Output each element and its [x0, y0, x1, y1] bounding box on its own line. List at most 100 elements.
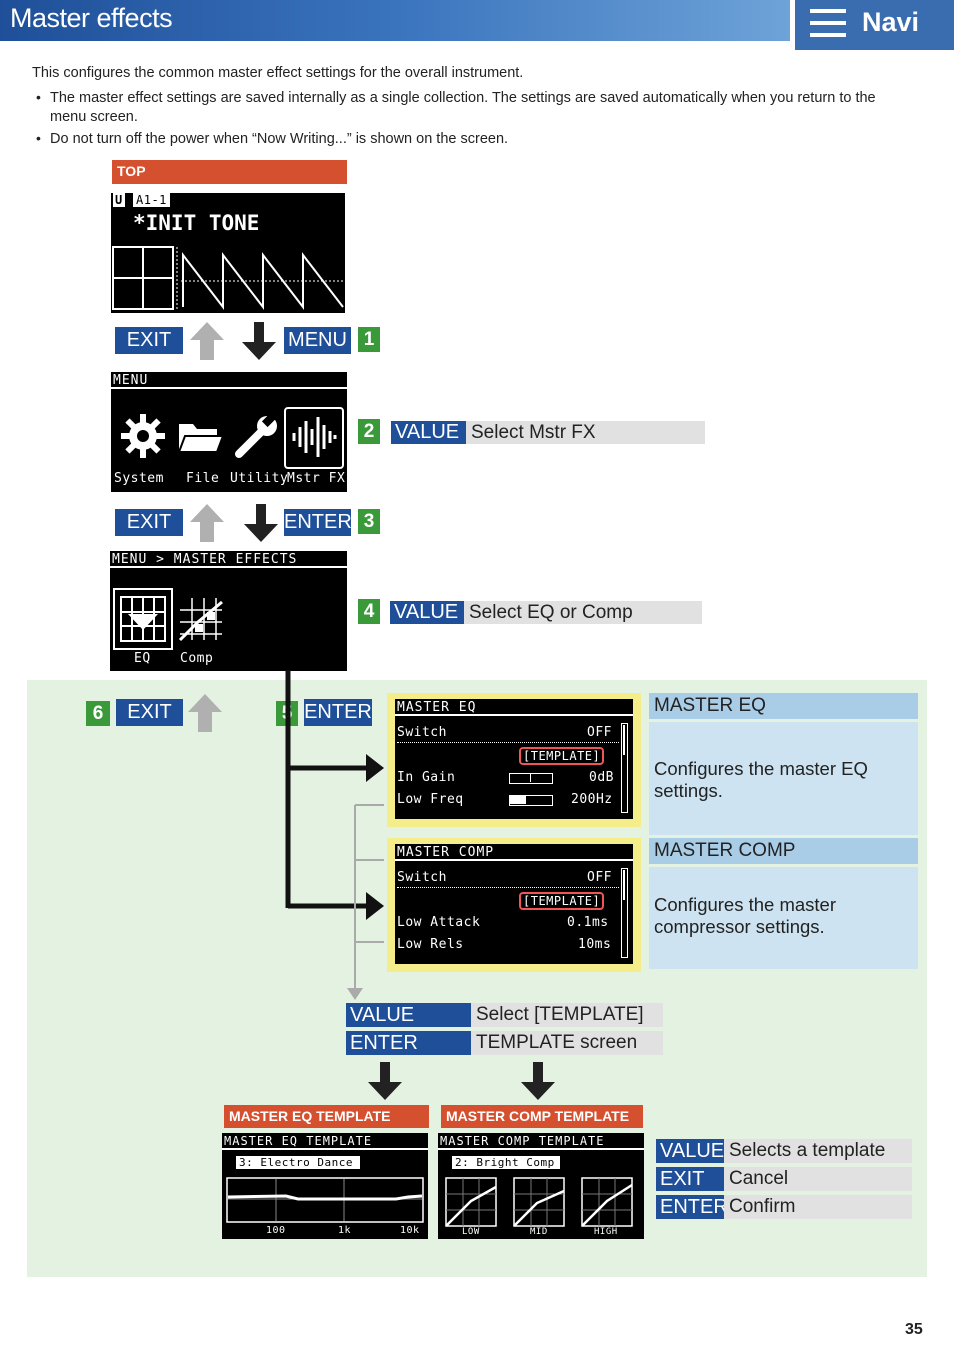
comp-band-label: LOW: [462, 1227, 480, 1237]
gear-icon: [121, 414, 165, 458]
menu-item-file: File: [186, 471, 220, 486]
waveform-icon: [112, 246, 344, 310]
arrow-up-icon: [190, 504, 224, 542]
step-desc: Select EQ or Comp: [464, 601, 702, 624]
page-title: Master effects: [10, 3, 173, 33]
bullet-1-cont: menu screen.: [50, 109, 138, 125]
eq-selected: [113, 588, 173, 650]
comp-band-label: HIGH: [594, 1227, 618, 1237]
eq-param-value: 200Hz: [571, 792, 613, 807]
eq-axis-label: 10k: [400, 1225, 420, 1236]
bullet-1: The master effect settings are saved int…: [50, 90, 876, 106]
menu-item-utility: Utility: [230, 471, 289, 486]
value-knob-label[interactable]: VALUE: [391, 421, 466, 444]
page-number: 35: [905, 1321, 923, 1338]
intro-text: This configures the common master effect…: [32, 65, 524, 81]
key-desc: Cancel: [724, 1167, 912, 1191]
eq-template-selected[interactable]: 3: Electro Dance: [236, 1156, 360, 1169]
comp-band-label: MID: [530, 1227, 548, 1237]
arrow-up-icon: [188, 694, 222, 732]
comp-side-body: Configures the master compressor setting…: [649, 867, 918, 969]
mfx-screen-title: MENU > MASTER EFFECTS: [110, 551, 347, 568]
menu-screen: MENU System File Utility Mstr FX: [111, 372, 347, 492]
key-desc: Selects a template: [724, 1139, 912, 1163]
exit-button[interactable]: EXIT: [116, 699, 183, 726]
scrollbar[interactable]: [621, 723, 628, 813]
comp-template-label: MASTER COMP TEMPLATE: [441, 1105, 643, 1128]
eq-param-label: In Gain: [397, 770, 456, 785]
eq-icon: [120, 596, 166, 642]
comp-template-title: MASTER COMP TEMPLATE: [438, 1133, 644, 1150]
enter-button[interactable]: ENTER: [284, 509, 352, 536]
eq-param-value: OFF: [587, 725, 612, 740]
comp-icon: [178, 598, 223, 642]
op-desc: TEMPLATE screen: [471, 1031, 663, 1055]
exit-button[interactable]: EXIT: [656, 1167, 724, 1191]
comp-template-field: [TEMPLATE]: [519, 892, 605, 910]
enter-button[interactable]: ENTER: [346, 1031, 471, 1055]
step-number: 1: [358, 327, 380, 352]
master-comp-screen: MASTER COMP Switch OFF [TEMPLATE] Low At…: [395, 844, 633, 964]
value-knob-label[interactable]: VALUE: [346, 1003, 471, 1027]
comp-param-value: OFF: [587, 870, 612, 885]
arrow-down-icon: [368, 1062, 402, 1100]
mfx-item-comp: Comp: [180, 651, 214, 666]
step-number: 4: [358, 599, 380, 624]
menu-icon: [810, 9, 846, 39]
comp-param-label: Switch: [397, 870, 447, 885]
eq-param-label: Switch: [397, 725, 447, 740]
enter-button[interactable]: ENTER: [656, 1195, 728, 1219]
bullet-2: Do not turn off the power when “Now Writ…: [50, 131, 509, 147]
eq-param-value: 0dB: [589, 770, 614, 785]
wrench-icon: [235, 414, 277, 458]
eq-template-field: [TEMPLATE]: [519, 747, 605, 765]
arrow-down-icon: [242, 322, 276, 360]
comp-screen-title: MASTER COMP: [395, 844, 633, 861]
eq-side-body: Configures the master EQ settings.: [649, 722, 918, 835]
navi-button[interactable]: [795, 0, 954, 50]
top-screen: U A1-1 *INIT TONE: [111, 193, 345, 313]
part-indicator: U: [113, 193, 125, 207]
audio-wave-icon: [292, 417, 337, 457]
bullet-icon: •: [36, 89, 41, 105]
enter-button[interactable]: ENTER: [304, 699, 372, 726]
top-label: TOP: [112, 160, 347, 184]
eq-side-heading: MASTER EQ: [649, 693, 918, 719]
arrow-down-icon: [244, 504, 278, 542]
title-bar: [0, 0, 790, 41]
menu-item-system: System: [114, 471, 164, 486]
exit-button[interactable]: EXIT: [115, 509, 183, 536]
comp-param-label: Low Attack: [397, 915, 481, 930]
master-effects-screen: MENU > MASTER EFFECTS EQ Comp: [110, 551, 347, 671]
arrow-up-icon: [190, 322, 224, 360]
comp-param-value: 0.1ms: [567, 915, 609, 930]
key-desc: Confirm: [724, 1195, 912, 1219]
value-knob-label[interactable]: VALUE: [390, 601, 464, 624]
tone-name: *INIT TONE: [133, 211, 260, 235]
step-number: 3: [358, 509, 380, 534]
flow-lines: [285, 670, 384, 1000]
tone-number: A1-1: [133, 193, 170, 207]
eq-template-label: MASTER EQ TEMPLATE: [224, 1105, 429, 1128]
eq-curve-graph: [226, 1177, 424, 1223]
comp-template-selected[interactable]: 2: Bright Comp: [452, 1156, 560, 1169]
eq-template-screen: MASTER EQ TEMPLATE 3: Electro Dance 100 …: [222, 1133, 428, 1239]
comp-side-heading: MASTER COMP: [649, 838, 918, 864]
value-knob-label[interactable]: VALUE: [656, 1139, 724, 1163]
eq-param-label: Low Freq: [397, 792, 464, 807]
mfx-item-eq: EQ: [134, 651, 151, 666]
step-number: 6: [86, 701, 110, 726]
op-desc: Select [TEMPLATE]: [471, 1003, 663, 1027]
step-desc: Select Mstr FX: [466, 421, 705, 444]
scrollbar[interactable]: [621, 868, 628, 958]
comp-curves-graph: [445, 1177, 633, 1227]
master-eq-screen: MASTER EQ Switch OFF [TEMPLATE] In Gain …: [395, 699, 633, 819]
menu-button[interactable]: MENU: [284, 327, 351, 354]
eq-template-title: MASTER EQ TEMPLATE: [222, 1133, 428, 1150]
navi-label[interactable]: Navi: [862, 7, 920, 37]
mstr-fx-selected: [284, 407, 344, 469]
exit-button[interactable]: EXIT: [115, 327, 183, 354]
eq-axis-label: 1k: [338, 1225, 352, 1236]
eq-screen-title: MASTER EQ: [395, 699, 633, 716]
comp-param-value: 10ms: [578, 937, 612, 952]
